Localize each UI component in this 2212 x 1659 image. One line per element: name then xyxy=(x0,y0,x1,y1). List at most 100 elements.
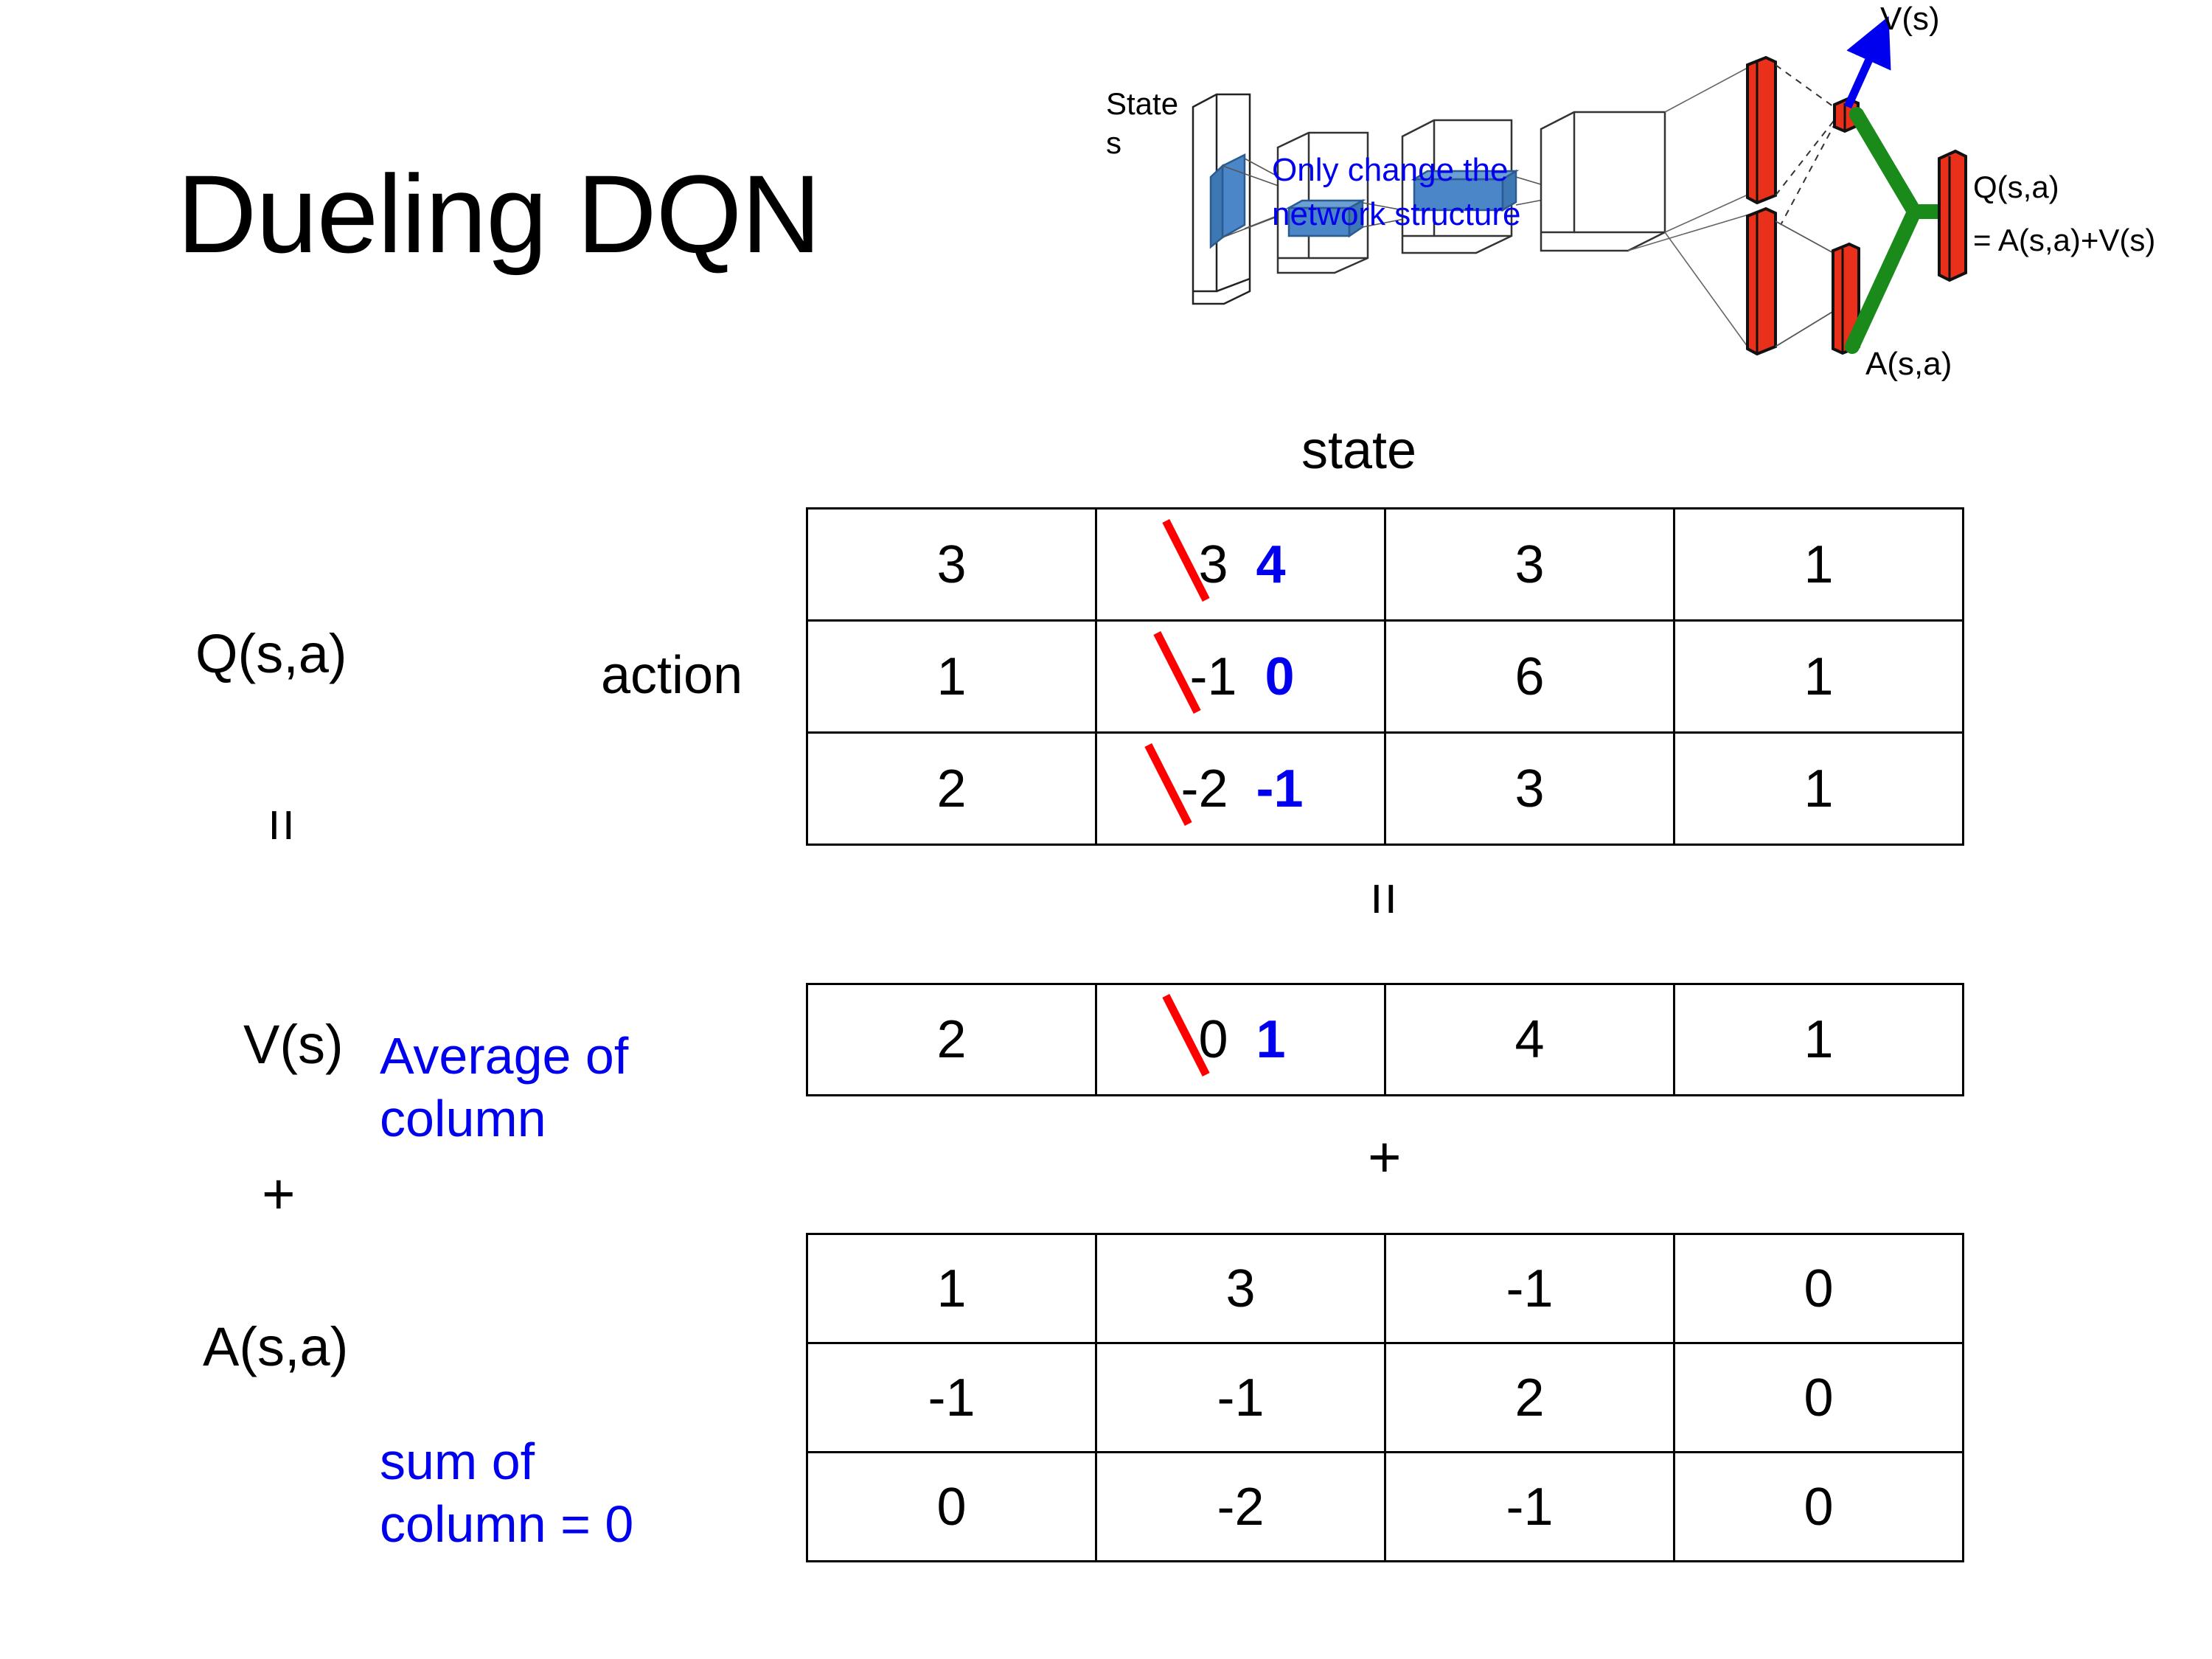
cell-value: 2 xyxy=(936,759,967,818)
strikethrough-icon xyxy=(1144,742,1193,826)
cell-value: 2 xyxy=(936,1010,967,1069)
conv-layer-3-icon xyxy=(1540,111,1666,252)
diagram-q-label-line1: Q(s,a) xyxy=(1973,170,2059,204)
cell-value: 1 xyxy=(936,647,967,706)
cell-value: 3 xyxy=(1514,759,1545,818)
diagram-advantage-label: A(s,a) xyxy=(1865,346,1952,382)
table-cell: -2 -1 xyxy=(1095,731,1386,846)
table-row: -1 -1 2 0 xyxy=(806,1342,1964,1453)
cell-value: 0 xyxy=(1804,1259,1834,1318)
cell-value: 3 xyxy=(936,535,967,594)
cell-value: 4 xyxy=(1514,1010,1545,1069)
cell-value: 3 xyxy=(1514,535,1545,594)
table-cell: 0 xyxy=(806,1451,1097,1562)
table-cell: 1 xyxy=(806,1233,1097,1344)
updated-value: 1 xyxy=(1256,1010,1286,1069)
value-function-label: V(s) xyxy=(243,1014,344,1075)
action-axis-label: action xyxy=(601,646,743,705)
q-function-label: Q(s,a) xyxy=(195,623,347,684)
average-note-line1: Average of xyxy=(380,1027,629,1085)
table-cell: -1 xyxy=(1384,1233,1675,1344)
state-axis-label: state xyxy=(1301,421,1417,480)
aggregation-green-links-icon xyxy=(1845,107,1955,354)
old-value-struck: 0 xyxy=(1162,994,1231,1077)
table-cell: 1 xyxy=(1673,731,1964,846)
diagram-note-line2: network structure xyxy=(1272,196,1520,232)
plus-operator-left: + xyxy=(262,1161,296,1226)
cell-value: 3 xyxy=(1225,1259,1256,1318)
equals-glyph: = xyxy=(1352,882,1417,916)
cell-value: -1 xyxy=(1506,1477,1554,1537)
state-label-line2: s xyxy=(1106,125,1121,160)
table-cell: 1 xyxy=(1673,619,1964,734)
advantage-stream-bar-icon xyxy=(1746,206,1777,356)
table-cell: 2 xyxy=(806,983,1097,1096)
dueling-network-diagram: State s Only change the network structur… xyxy=(1099,0,2212,413)
table-cell: 3 xyxy=(806,507,1097,622)
cell-value: 1 xyxy=(1804,1010,1834,1069)
plus-operator-middle: + xyxy=(1368,1124,1402,1189)
cell-value: -1 xyxy=(928,1368,975,1427)
table-cell: 1 xyxy=(1673,983,1964,1096)
table-cell: 6 xyxy=(1384,619,1675,734)
equals-glyph: = xyxy=(249,808,315,842)
equals-operator-middle: = xyxy=(1352,870,1417,928)
average-of-column-note: Average of column xyxy=(380,1025,628,1151)
table-cell: -1 xyxy=(1384,1451,1675,1562)
cell-value: 1 xyxy=(1804,535,1834,594)
cell-value: 1 xyxy=(1804,647,1834,706)
q-output-bar-icon xyxy=(1938,149,1967,282)
table-row: 2 -2 -1 3 1 xyxy=(806,731,1964,846)
page-title: Dueling DQN xyxy=(177,152,821,276)
diagram-value-label: V(s) xyxy=(1880,1,1940,37)
table-cell: 3 xyxy=(1095,1233,1386,1344)
sum-of-column-note: sum of column = 0 xyxy=(380,1430,633,1557)
cell-value: 2 xyxy=(1514,1368,1545,1427)
advantage-links-icon xyxy=(1775,220,1837,347)
advantage-node-icon xyxy=(1832,242,1860,355)
cell-value: -1 xyxy=(1506,1259,1554,1318)
cell-value: 6 xyxy=(1514,647,1545,706)
cell-value: 0 xyxy=(1804,1368,1834,1427)
table-cell: 0 xyxy=(1673,1233,1964,1344)
table-cell: 1 xyxy=(1673,507,1964,622)
strikethrough-icon xyxy=(1153,630,1202,714)
table-cell: -1 xyxy=(806,1342,1097,1453)
average-note-line2: column xyxy=(380,1090,546,1148)
table-row: 1 3 -1 0 xyxy=(806,1233,1964,1344)
table-cell: 0 xyxy=(1673,1342,1964,1453)
cell-value: -1 xyxy=(1217,1368,1265,1427)
updated-value: 4 xyxy=(1256,535,1286,594)
table-cell: 0 xyxy=(1673,1451,1964,1562)
equals-operator-left: = xyxy=(250,796,315,854)
table-cell: 3 xyxy=(1384,731,1675,846)
value-stream-bar-icon xyxy=(1746,55,1777,205)
connections-4-icon xyxy=(1627,67,1752,347)
sum-note-line1: sum of xyxy=(380,1433,535,1490)
table-cell: 4 xyxy=(1384,983,1675,1096)
old-value-struck: -2 xyxy=(1144,742,1231,826)
sum-note-line2: column = 0 xyxy=(380,1495,634,1554)
conv-patch-2-icon xyxy=(1411,169,1520,212)
cell-value: 1 xyxy=(1804,759,1834,818)
old-value-struck: -1 xyxy=(1153,630,1239,714)
table-cell: 2 xyxy=(1384,1342,1675,1453)
diagram-note-line1: Only change the xyxy=(1272,152,1508,188)
old-value-struck: 3 xyxy=(1162,518,1231,602)
state-label-line1: State xyxy=(1106,86,1178,121)
value-dashed-links-icon xyxy=(1775,64,1837,226)
updated-value: -1 xyxy=(1256,759,1304,818)
strikethrough-icon xyxy=(1162,994,1211,1077)
table-cell: 2 xyxy=(806,731,1097,846)
input-patch-icon xyxy=(1209,153,1246,249)
table-cell: -1 xyxy=(1095,1342,1386,1453)
